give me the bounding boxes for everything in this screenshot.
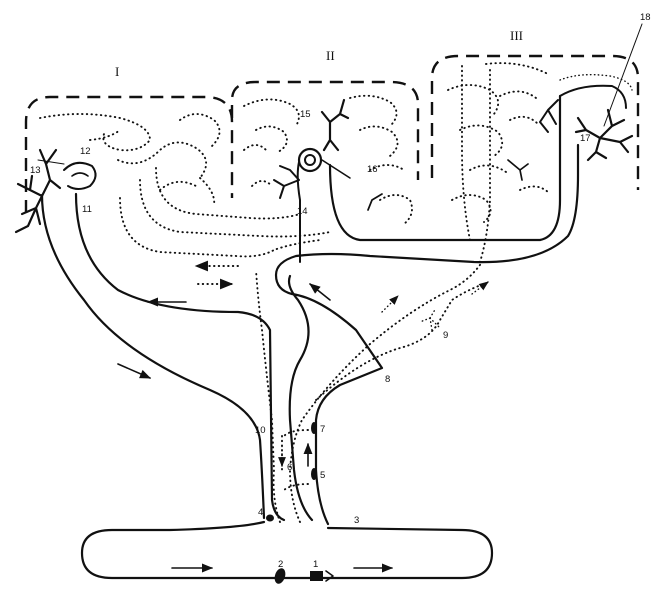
region-outline-1 — [24, 95, 234, 213]
label-7: 7 — [320, 424, 325, 435]
label-13: 13 — [30, 165, 41, 176]
dendrite-17 — [574, 108, 634, 162]
dotted-fiber-18 — [559, 73, 633, 91]
structure-1 — [310, 571, 323, 581]
region-3-branch — [328, 94, 562, 242]
dotted-region2-tangle — [243, 94, 413, 225]
label-10: 10 — [255, 425, 266, 436]
arrow-dotted-diagonal-1 — [381, 295, 399, 313]
dotted-branch-9 — [419, 307, 441, 331]
arrow-dotted-diagonal-2 — [471, 281, 489, 295]
left-inner-branch — [74, 192, 286, 522]
dotted-diagonal-9 — [315, 281, 491, 401]
label-8: 8 — [385, 374, 390, 385]
dendrite-14-left — [273, 165, 300, 199]
label-9: 9 — [443, 330, 448, 341]
arrows — [117, 260, 489, 573]
structure-5 — [311, 468, 317, 480]
dotted-vertical-region3 — [461, 65, 491, 263]
dendrite-16-branches — [367, 159, 529, 211]
structure-1-chevron — [325, 570, 334, 582]
label-17: 17 — [580, 133, 591, 144]
label-15: 15 — [300, 109, 311, 120]
dendrite-17-upper — [539, 99, 559, 133]
dotted-region3-tangle — [447, 62, 549, 223]
neuron-14-ring — [297, 147, 323, 173]
region-outline-2 — [230, 80, 420, 180]
arrow-left-trunk-down — [117, 363, 152, 379]
region-3-upper — [559, 84, 627, 109]
main-tract — [40, 84, 627, 580]
region-label-3: III — [510, 28, 523, 43]
dendrite-15 — [320, 98, 350, 152]
right-trunk — [274, 143, 580, 526]
pointer-18 — [603, 23, 643, 127]
label-2: 2 — [278, 559, 283, 570]
label-16: 16 — [367, 164, 378, 175]
dendrites — [14, 98, 634, 234]
left-trunk — [40, 193, 266, 520]
neuron-16-stem — [321, 159, 351, 179]
label-5: 5 — [320, 470, 325, 481]
dotted-pathways — [39, 62, 633, 523]
label-3: 3 — [354, 515, 359, 526]
dotted-trunk-left — [255, 269, 281, 523]
bottom-loop — [80, 520, 494, 580]
dotted-horizontal-1 — [119, 197, 321, 258]
label-4: 4 — [258, 507, 263, 518]
structure-7 — [311, 422, 317, 434]
dotted-horizontal-3 — [155, 167, 301, 220]
neuron-14-core — [304, 154, 316, 166]
region-outline-3 — [430, 54, 640, 190]
number-labels: 1 2 3 4 5 6 7 8 9 10 11 12 13 14 15 16 1… — [30, 12, 651, 570]
markers — [37, 23, 643, 584]
region-outlines — [24, 54, 640, 213]
region-label-1: I — [115, 64, 119, 79]
region-labels: I II III — [115, 28, 523, 79]
structure-2 — [274, 568, 286, 584]
label-6: 6 — [287, 462, 292, 473]
label-1: 1 — [313, 559, 318, 570]
arrow-right-trunk-up — [309, 283, 331, 301]
structure-4 — [266, 514, 274, 522]
dendrite-13 — [14, 148, 62, 234]
label-18: 18 — [640, 12, 651, 23]
dotted-region1-tangle — [39, 113, 221, 207]
pointer-12 — [37, 159, 65, 165]
dotted-horizontal-2 — [139, 179, 331, 238]
label-14: 14 — [297, 206, 308, 217]
region-label-2: II — [326, 48, 335, 63]
neuron-12-inner — [71, 172, 89, 177]
label-12: 12 — [80, 146, 91, 157]
neuron-12-loop — [63, 161, 97, 190]
label-11: 11 — [82, 204, 92, 215]
dotted-trunk-right — [289, 261, 483, 523]
right-trunk-outer — [287, 274, 314, 522]
